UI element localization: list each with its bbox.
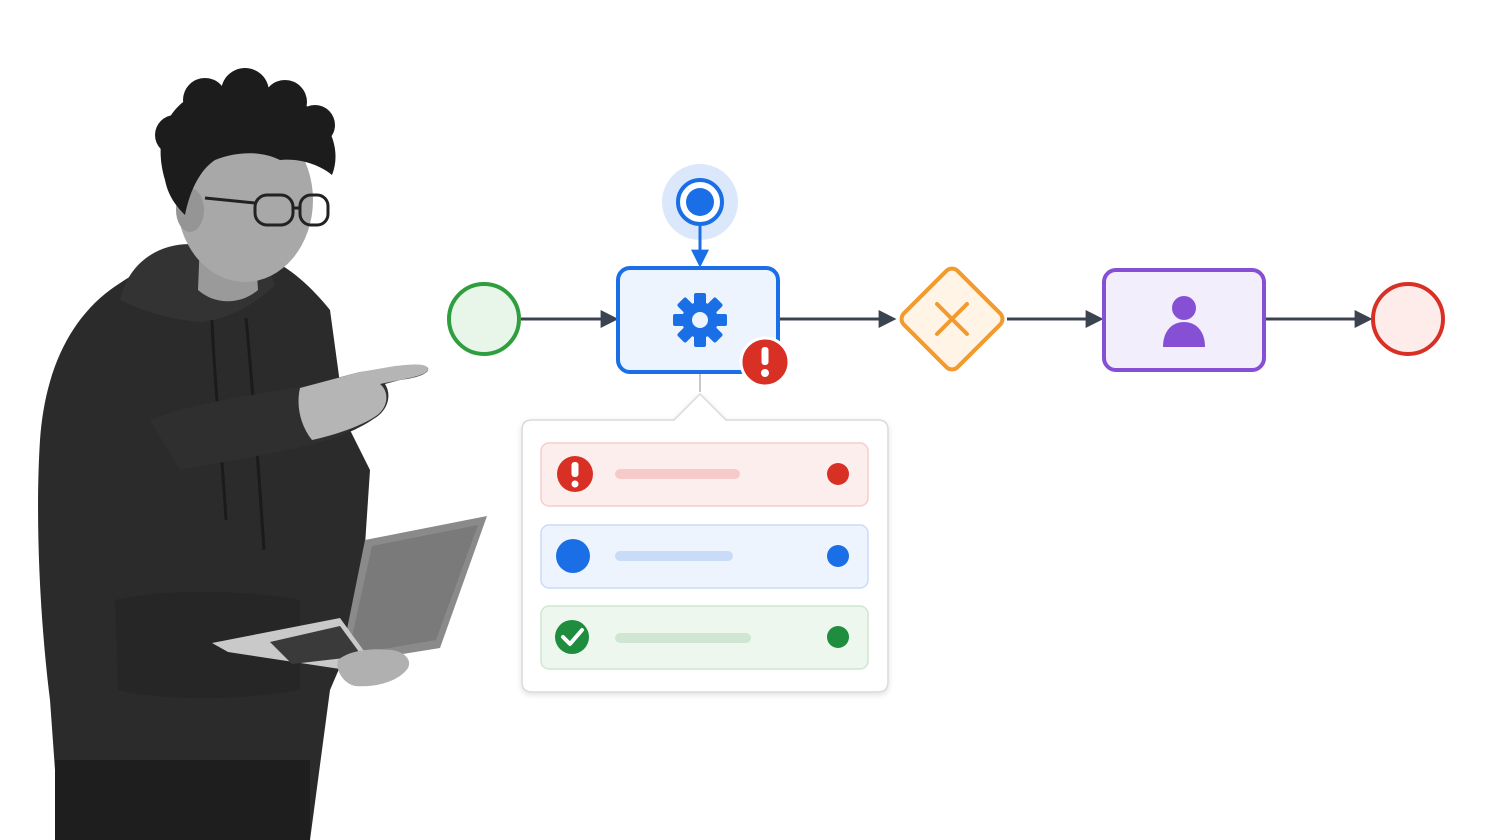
hoodie — [38, 250, 370, 840]
status-panel — [521, 374, 889, 693]
info-dot-icon — [556, 539, 590, 573]
exclamation-icon — [557, 456, 593, 492]
laptop-keyboard — [270, 626, 362, 664]
signal-event-dot — [686, 188, 714, 216]
status-dot — [827, 545, 849, 567]
pants — [55, 760, 310, 840]
status-row-error[interactable] — [540, 442, 869, 507]
hair-curl — [221, 68, 269, 116]
exclusive-gateway[interactable] — [898, 265, 1005, 372]
gear-icon — [673, 293, 727, 347]
glasses — [204, 193, 330, 227]
pointing-hand — [298, 364, 428, 440]
status-row-placeholder-bar — [615, 469, 740, 479]
service-task[interactable] — [616, 266, 791, 388]
process-flow — [447, 164, 1445, 388]
user-icon — [1163, 296, 1205, 347]
holding-hand — [337, 649, 410, 687]
end-event[interactable] — [1371, 282, 1445, 356]
start-event[interactable] — [447, 282, 521, 356]
hoodie-pocket — [115, 591, 300, 699]
hair-curl — [295, 105, 335, 145]
status-row-placeholder-bar — [615, 551, 733, 561]
status-row-success[interactable] — [540, 605, 869, 670]
person-with-laptop-illustration — [38, 68, 487, 840]
hair-curl — [263, 80, 307, 124]
exclamation-icon — [761, 347, 769, 377]
error-badge[interactable] — [739, 336, 791, 388]
status-dot — [827, 626, 849, 648]
laptop-screen-bezel — [348, 525, 478, 655]
status-row-placeholder-bar — [615, 633, 751, 643]
check-icon — [555, 620, 589, 654]
status-row-info[interactable] — [540, 524, 869, 589]
user-task[interactable] — [1102, 268, 1266, 372]
boundary-signal-event[interactable] — [662, 164, 738, 268]
status-dot — [827, 463, 849, 485]
hair-curl — [155, 115, 195, 155]
laptop — [212, 516, 487, 672]
hair-curl — [183, 78, 227, 122]
x-icon — [935, 302, 969, 336]
